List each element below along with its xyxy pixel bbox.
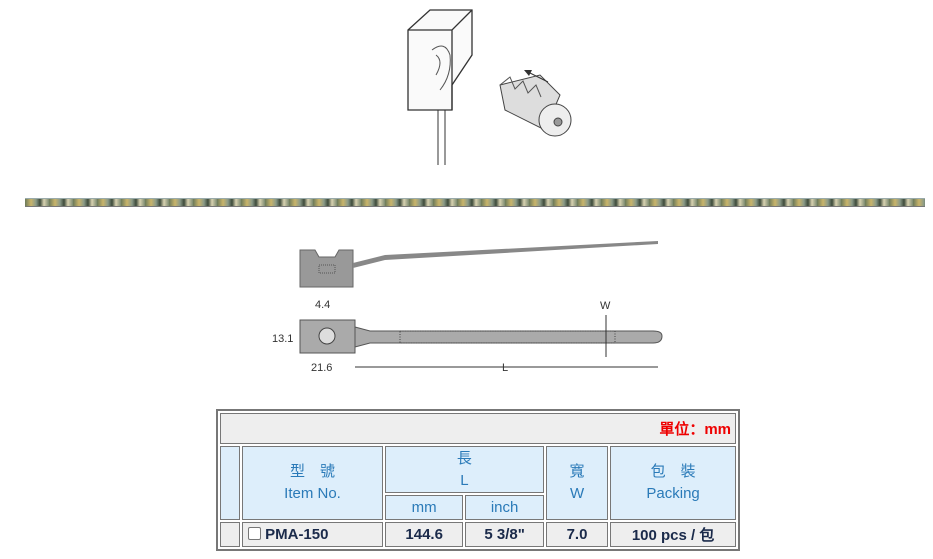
length-header-en: L <box>460 471 469 489</box>
packing-value: 100 pcs / 包 <box>610 522 736 547</box>
item-no-header-en: Item No. <box>284 485 341 502</box>
select-checkbox[interactable] <box>248 527 262 540</box>
cable-tie-drawing: 4.4 13.1 21.6 L W <box>272 241 663 374</box>
packing-header-cn: 包 裝 <box>650 463 696 480</box>
width-label: W <box>600 300 611 312</box>
inch-header: inch <box>465 495 544 520</box>
base-width-dimension: 21.6 <box>311 362 332 374</box>
width-value: 7.0 <box>545 522 609 547</box>
unit-label: 單位：mm <box>220 413 736 444</box>
packing-header: 包 裝 Packing <box>610 446 736 520</box>
select-column-header <box>220 446 241 520</box>
length-header-cn: 長 <box>456 449 472 467</box>
table-row: PMA-150 144.6 5 3/8" 7.0 100 pcs / 包 <box>220 522 736 547</box>
product-photo <box>407 9 572 165</box>
item-no: PMA-150 <box>265 526 329 543</box>
width-header-en: W <box>569 485 585 502</box>
item-no-header: 型 號 Item No. <box>242 446 383 520</box>
row-spacer <box>220 522 241 547</box>
length-inch: 5 3/8" <box>465 522 544 547</box>
length-label: L <box>502 362 508 374</box>
width-header-cn: 寬 <box>569 463 585 480</box>
item-no-header-cn: 型 號 <box>290 463 336 480</box>
decorative-divider <box>25 198 925 207</box>
length-mm: 144.6 <box>384 522 464 547</box>
packing-header-en: Packing <box>646 485 700 502</box>
hole-dimension: 4.4 <box>315 299 330 311</box>
height-dimension: 13.1 <box>272 333 293 345</box>
item-cell: PMA-150 <box>242 522 383 547</box>
mm-header: mm <box>384 495 464 520</box>
